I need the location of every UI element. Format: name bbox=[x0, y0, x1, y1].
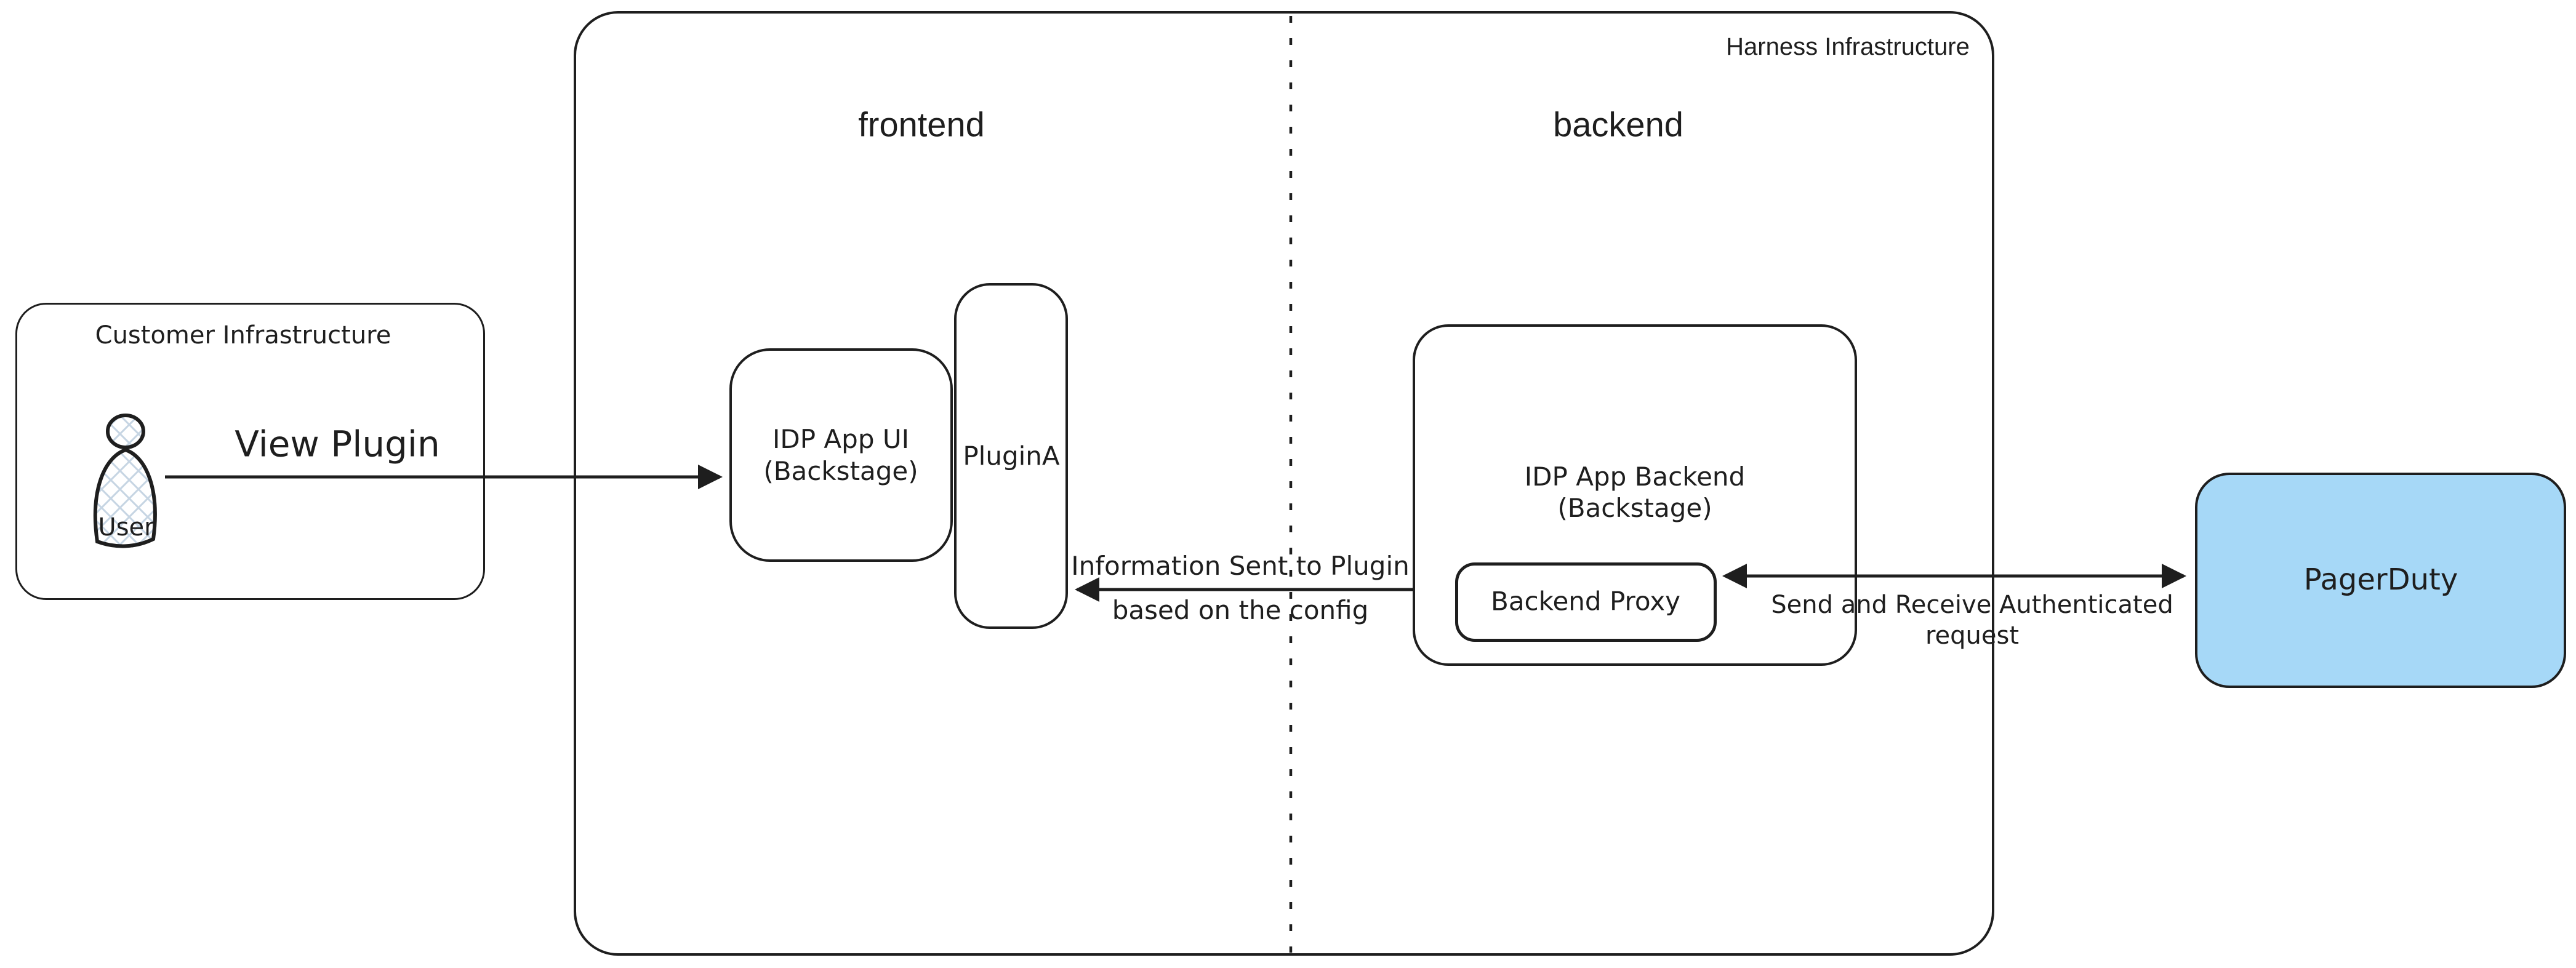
pagerduty-label: PagerDuty bbox=[2303, 562, 2458, 597]
plugin-a-box bbox=[954, 283, 1068, 629]
customer-infrastructure-box bbox=[15, 303, 485, 600]
backend-proxy-label: Backend Proxy bbox=[1491, 586, 1680, 617]
idp-app-ui-label: IDP App UI (Backstage) bbox=[763, 424, 918, 486]
idp-app-backend-box bbox=[1413, 324, 1857, 666]
customer-infrastructure-label: Customer Infrastructure bbox=[95, 321, 391, 350]
harness-infrastructure-label: Harness Infrastructure bbox=[1726, 33, 1970, 60]
pagerduty-box bbox=[2195, 473, 2566, 688]
backend-zone-label: backend bbox=[1553, 105, 1683, 144]
idp-app-backend-label: IDP App Backend (Backstage) bbox=[1524, 462, 1746, 523]
send-receive-arrow-label: Send and Receive Authenticated request bbox=[1771, 591, 2173, 650]
idp-app-ui-box bbox=[729, 348, 953, 562]
user-label: User bbox=[98, 513, 154, 542]
backend-proxy-box bbox=[1455, 562, 1717, 642]
plugin-a-label: PluginA bbox=[963, 441, 1060, 471]
harness-infrastructure-box bbox=[574, 11, 1994, 956]
frontend-zone-label: frontend bbox=[858, 105, 985, 144]
view-plugin-arrow-label: View Plugin bbox=[235, 423, 440, 465]
info-sent-arrow-label: Information Sent to Plugin based on the … bbox=[1071, 551, 1410, 625]
